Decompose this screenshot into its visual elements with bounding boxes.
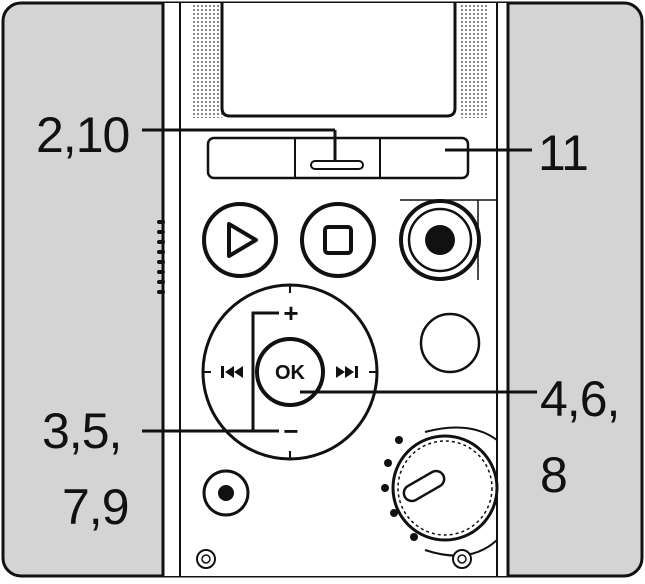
function-button-indicator: [310, 160, 364, 170]
leader-lines: [142, 128, 537, 433]
round-button[interactable]: [419, 312, 481, 374]
screw-left: [196, 549, 216, 569]
minus-label[interactable]: −: [283, 416, 298, 446]
record-button[interactable]: [399, 199, 481, 281]
play-button[interactable]: [202, 202, 278, 278]
record-icon: [425, 225, 455, 255]
side-switch[interactable]: [157, 220, 165, 294]
stop-icon: [323, 225, 353, 255]
speaker-grille-left: [192, 3, 222, 118]
skip-back-icon[interactable]: [221, 366, 243, 378]
function-button-right[interactable]: [381, 140, 466, 176]
function-button-left[interactable]: [210, 140, 294, 176]
speaker-grille-right: [459, 3, 487, 118]
screw-right: [452, 549, 472, 569]
rotary-dial[interactable]: [391, 426, 499, 557]
small-record-button[interactable]: [202, 469, 250, 517]
callout-4-6: 4,6,: [540, 371, 620, 427]
callout-8: 8: [540, 447, 568, 503]
skip-forward-icon[interactable]: [336, 366, 358, 378]
dial-indicator-dots: [381, 436, 418, 541]
ok-button[interactable]: OK: [255, 337, 325, 407]
plus-label[interactable]: +: [283, 298, 298, 328]
play-icon: [227, 222, 258, 258]
stop-button[interactable]: [300, 202, 376, 278]
callout-2-10: 2,10: [36, 107, 130, 163]
function-button-center[interactable]: [296, 140, 379, 176]
callout-3-5: 3,5,: [42, 403, 122, 459]
ok-label: OK: [275, 362, 306, 384]
function-button-bar: [206, 136, 470, 180]
callout-11: 11: [538, 125, 589, 181]
callout-7-9: 7,9: [62, 479, 130, 535]
display-screen: [220, 3, 457, 118]
plus-minus-bracket: [251, 311, 279, 433]
